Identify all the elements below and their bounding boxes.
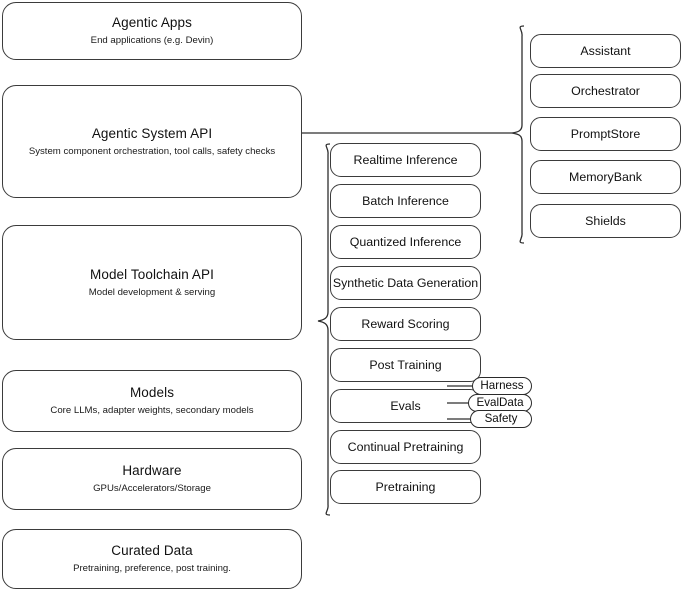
layer-subtitle: Model development & serving	[88, 286, 216, 298]
capability-batch-inference[interactable]: Batch Inference	[330, 184, 481, 218]
layer-title: Models	[129, 385, 175, 400]
capability-realtime-inference[interactable]: Realtime Inference	[330, 143, 481, 177]
evals-subcomponent-safety[interactable]: Safety	[470, 410, 532, 428]
capability-post-training[interactable]: Post Training	[330, 348, 481, 382]
system-component-label: Assistant	[580, 44, 631, 58]
capability-label: Batch Inference	[362, 194, 449, 208]
layer-subtitle: Pretraining, preference, post training.	[73, 563, 231, 574]
capability-synthetic-data-generation[interactable]: Synthetic Data Generation	[330, 266, 481, 300]
layer-subtitle: System component orchestration, tool cal…	[28, 145, 276, 157]
capability-label: Quantized Inference	[349, 235, 462, 249]
system-component-label: Orchestrator	[571, 84, 640, 98]
layer-model-toolchain-api[interactable]: Model Toolchain API Model development & …	[2, 225, 302, 340]
layer-title: Model Toolchain API	[90, 266, 214, 282]
system-component-promptstore[interactable]: PromptStore	[530, 117, 681, 151]
system-component-assistant[interactable]: Assistant	[530, 34, 681, 68]
system-component-orchestrator[interactable]: Orchestrator	[530, 74, 681, 108]
layer-title: Hardware	[122, 463, 182, 478]
layer-title: Curated Data	[111, 543, 193, 558]
capability-label: Continual Pretraining	[347, 440, 464, 454]
layer-agentic-apps[interactable]: Agentic Apps End applications (e.g. Devi…	[2, 2, 302, 60]
brace-toolchain-capabilities	[317, 143, 331, 516]
brace-system-components	[511, 25, 525, 244]
layer-curated-data[interactable]: Curated Data Pretraining, preference, po…	[2, 529, 302, 589]
system-component-label: MemoryBank	[569, 170, 642, 184]
capability-label: Post Training	[369, 358, 442, 372]
layer-subtitle: GPUs/Accelerators/Storage	[93, 483, 211, 494]
capability-label: Realtime Inference	[353, 153, 458, 167]
layer-subtitle: End applications (e.g. Devin)	[90, 35, 214, 46]
evals-subcomponent-label: EvalData	[476, 396, 524, 409]
layer-subtitle: Core LLMs, adapter weights, secondary mo…	[50, 405, 254, 416]
system-component-memorybank[interactable]: MemoryBank	[530, 160, 681, 194]
capability-reward-scoring[interactable]: Reward Scoring	[330, 307, 481, 341]
layer-title: Agentic Apps	[111, 15, 192, 30]
layer-hardware[interactable]: Hardware GPUs/Accelerators/Storage	[2, 448, 302, 510]
capability-continual-pretraining[interactable]: Continual Pretraining	[330, 430, 481, 464]
layer-agentic-system-api[interactable]: Agentic System API System component orch…	[2, 85, 302, 198]
system-component-shields[interactable]: Shields	[530, 204, 681, 238]
capability-evals[interactable]: Evals	[330, 389, 481, 423]
evals-subcomponent-label: Harness	[480, 379, 524, 392]
capability-label: Reward Scoring	[361, 317, 450, 331]
capability-quantized-inference[interactable]: Quantized Inference	[330, 225, 481, 259]
system-component-label: Shields	[585, 214, 626, 228]
evals-subcomponent-label: Safety	[484, 412, 518, 425]
layer-models[interactable]: Models Core LLMs, adapter weights, secon…	[2, 370, 302, 432]
system-component-label: PromptStore	[570, 127, 641, 141]
capability-pretraining[interactable]: Pretraining	[330, 470, 481, 504]
layer-title: Agentic System API	[91, 125, 213, 141]
evals-subcomponent-harness[interactable]: Harness	[472, 377, 532, 395]
capability-label: Pretraining	[375, 480, 436, 494]
capability-label: Evals	[390, 399, 421, 413]
capability-label: Synthetic Data Generation	[332, 276, 479, 290]
